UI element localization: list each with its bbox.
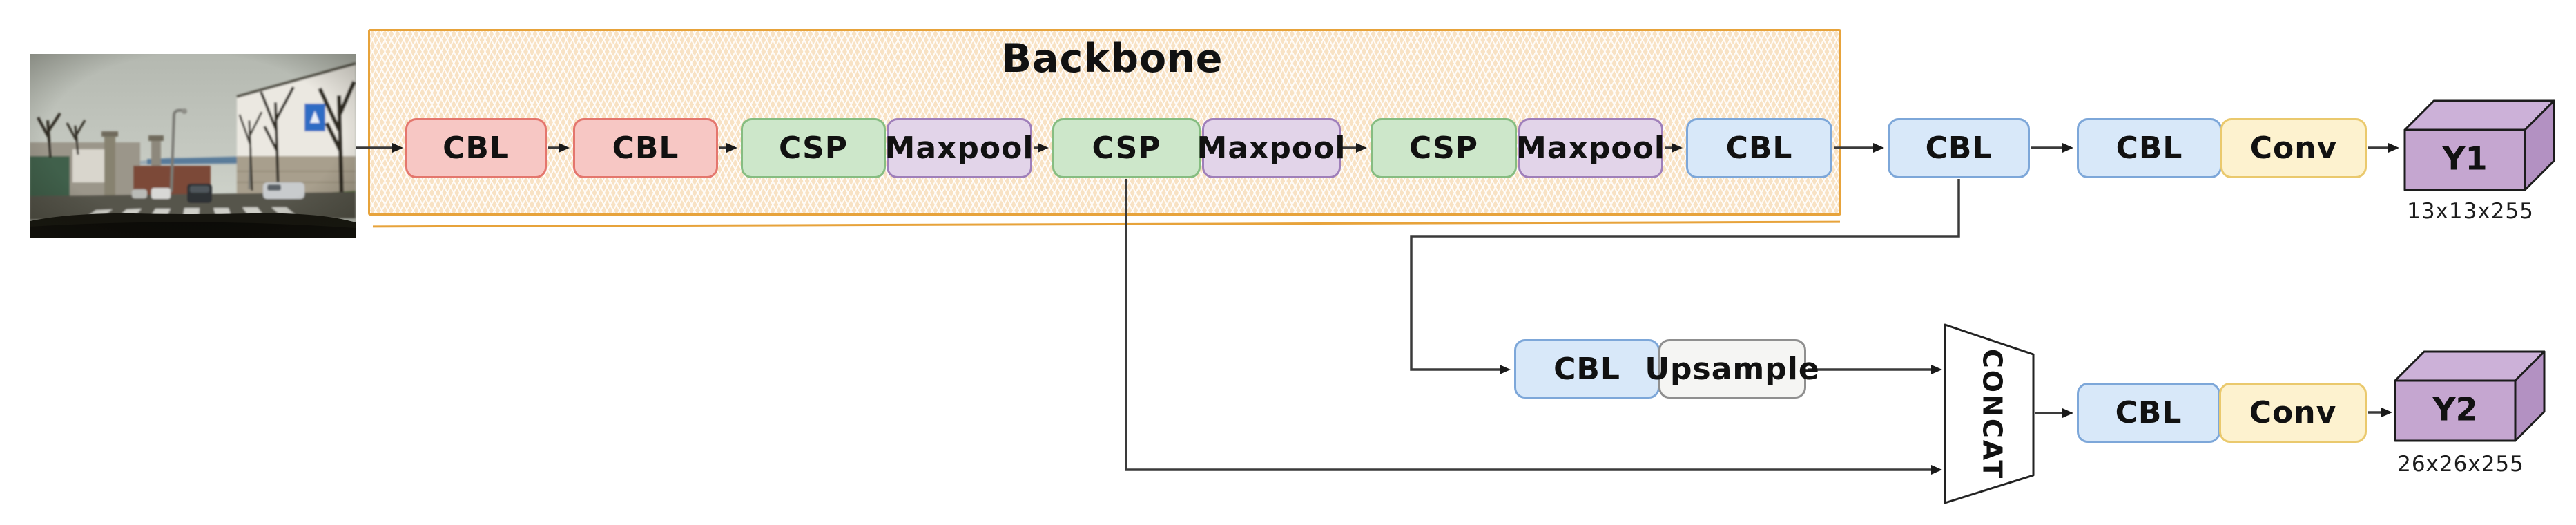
block-label: CSP	[778, 131, 849, 166]
output-cube-y1: Y1	[2403, 99, 2555, 191]
block-label: Maxpool	[1516, 131, 1665, 166]
block-label: CBL	[612, 131, 679, 166]
block-label: Upsample	[1645, 351, 1820, 387]
concat-node: CONCAT	[1944, 323, 2035, 504]
backbone-block-cbl-3: CBL	[1686, 118, 1832, 178]
block-label: Conv	[2249, 131, 2338, 166]
backbone-block-cbl-1: CBL	[405, 118, 547, 178]
wire-csp2-down-to-concat	[1125, 179, 1942, 475]
block-label: CSP	[1092, 131, 1161, 166]
cube-front-face	[2403, 128, 2526, 191]
backbone-block-csp-3: CSP	[1371, 118, 1517, 178]
block-label: CBL	[443, 131, 510, 166]
block-label: Maxpool	[1197, 131, 1346, 166]
backbone-block-maxpool-3: Maxpool	[1516, 118, 1665, 178]
backbone-block-csp-2: CSP	[1052, 118, 1201, 178]
output-dims-y1: 13x13x255	[2407, 199, 2534, 224]
block-label: CBL	[1925, 131, 1993, 166]
head-block-cbl-5: CBL	[2077, 118, 2222, 178]
backbone-block-maxpool-1: Maxpool	[884, 118, 1034, 178]
backbone-block-cbl-2: CBL	[573, 118, 718, 178]
head-block-upsample: Upsample	[1645, 339, 1819, 399]
backbone-title: Backbone	[1001, 36, 1223, 82]
block-label: Conv	[2249, 395, 2337, 430]
head-block-cbl-6: CBL	[2077, 383, 2220, 443]
output-label-y1: Y1	[2441, 140, 2487, 178]
input-image	[30, 54, 356, 238]
concat-label: CONCAT	[1977, 349, 2008, 480]
block-label: CSP	[1408, 131, 1479, 166]
head-block-conv-1: Conv	[2220, 118, 2367, 178]
block-label: CBL	[1725, 131, 1793, 166]
output-label-y2: Y2	[2432, 391, 2477, 428]
block-label: CBL	[2115, 395, 2182, 430]
backbone-block-csp-1: CSP	[741, 118, 886, 178]
cube-front-face	[2394, 379, 2517, 442]
head-block-cbl-4: CBL	[1888, 118, 2030, 178]
wire-cbl4-down-to-upsample-row	[1410, 179, 1960, 374]
backbone-block-maxpool-2: Maxpool	[1197, 118, 1345, 178]
head-block-conv-2: Conv	[2219, 383, 2367, 443]
block-label: Maxpool	[884, 131, 1034, 166]
output-dims-y2: 26x26x255	[2397, 452, 2524, 477]
concat-funnel-shape	[1944, 323, 2035, 504]
block-label: CBL	[2115, 131, 2183, 166]
head-block-cbl-upsample: CBL	[1514, 339, 1660, 399]
output-cube-y2: Y2	[2394, 350, 2546, 442]
block-label: CBL	[1553, 351, 1620, 387]
